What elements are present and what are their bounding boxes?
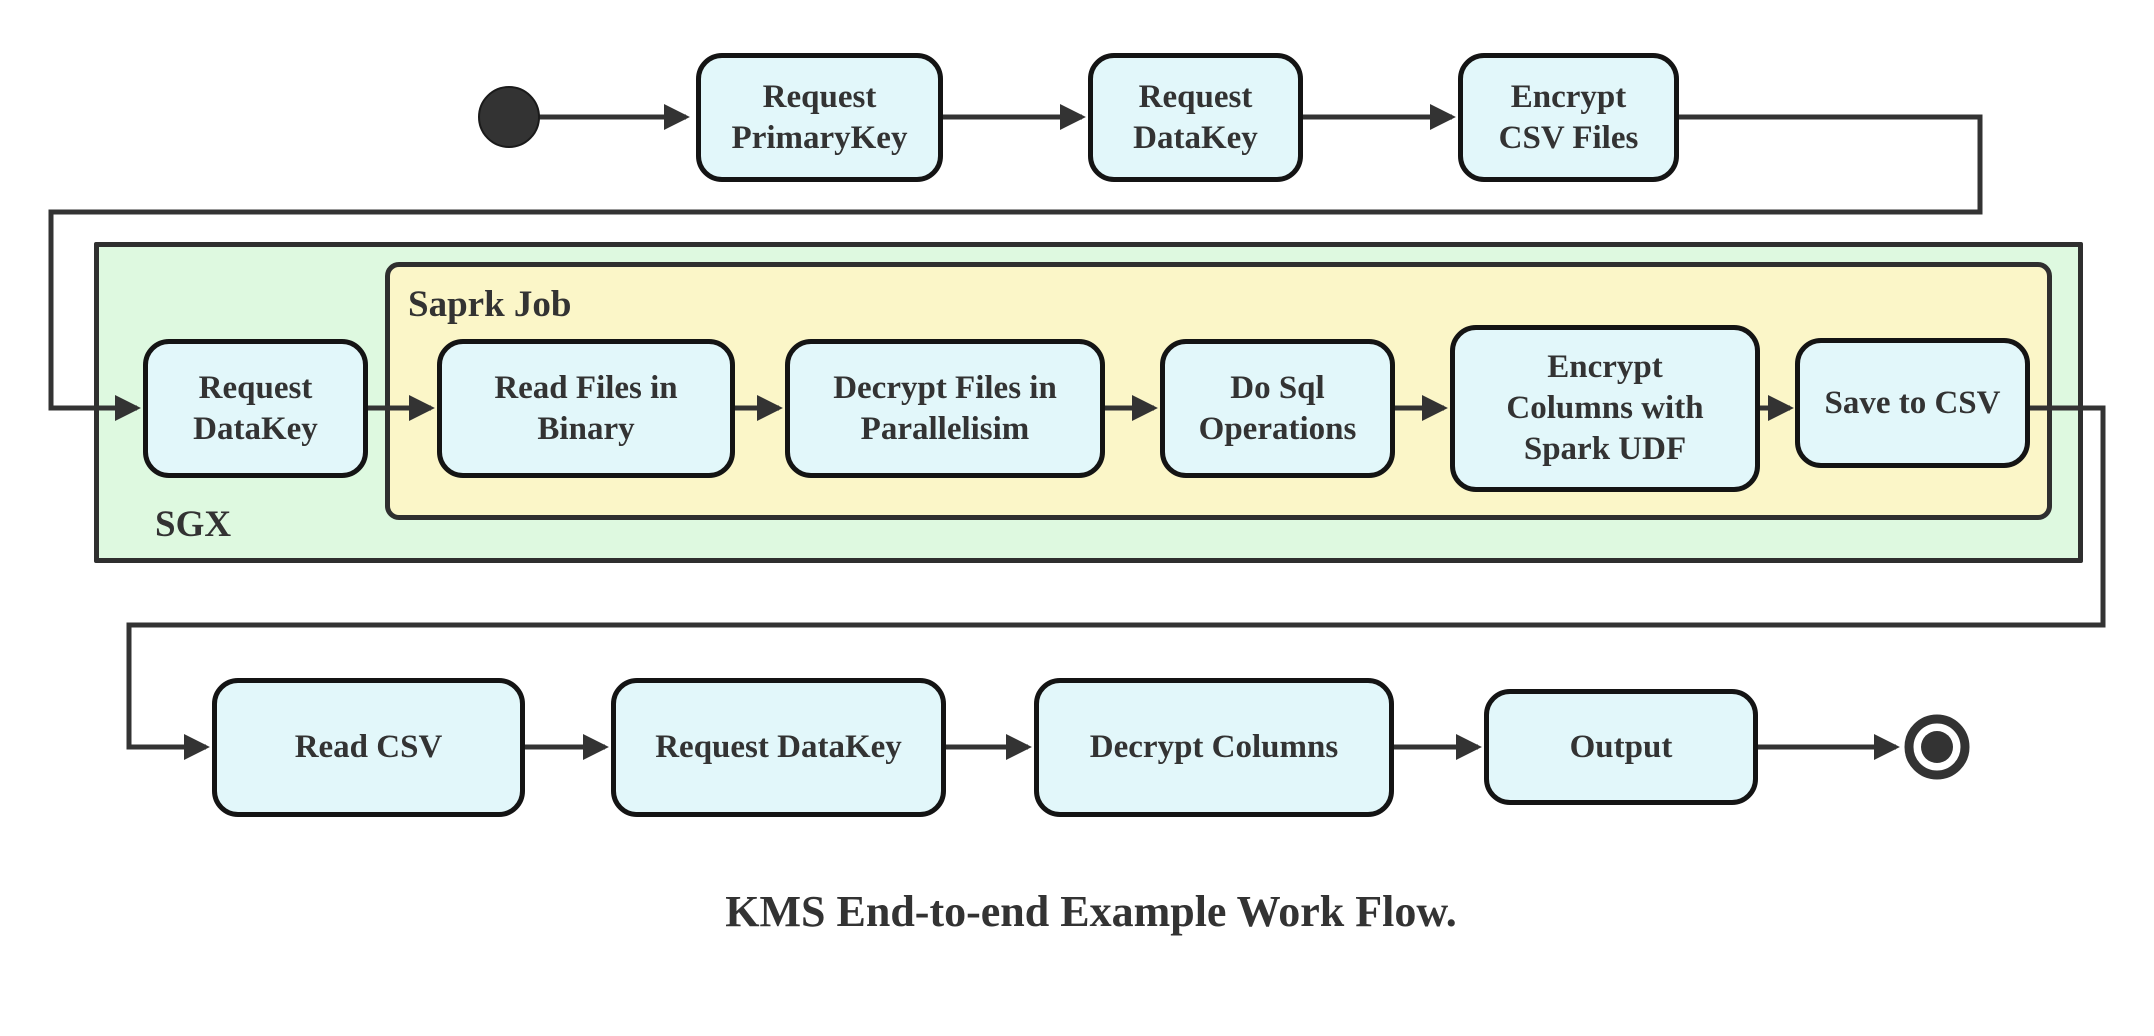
state-label: Do Sql Operations	[1198, 369, 1357, 447]
final-state-icon	[1904, 714, 1970, 780]
state-label: Request DataKey	[193, 369, 318, 447]
initial-state-icon	[478, 86, 540, 148]
state-encrypt-csv-files: Encrypt CSV Files	[1458, 53, 1679, 182]
state-request-datakey-sgx: Request DataKey	[143, 339, 368, 478]
state-request-datakey-bottom: Request DataKey	[611, 678, 946, 817]
state-decrypt-files-in-parallelisim: Decrypt Files in Parallelisim	[785, 339, 1105, 478]
state-request-primarykey: Request PrimaryKey	[696, 53, 943, 182]
state-output: Output	[1484, 689, 1758, 805]
state-request-datakey-top: Request DataKey	[1088, 53, 1303, 182]
state-do-sql-operations: Do Sql Operations	[1160, 339, 1395, 478]
state-label: Decrypt Columns	[1089, 729, 1339, 766]
state-label: Request DataKey	[655, 729, 902, 766]
state-decrypt-columns: Decrypt Columns	[1034, 678, 1394, 817]
state-encrypt-columns-with-spark-udf: Encrypt Columns with Spark UDF	[1450, 325, 1760, 492]
state-label: Request DataKey	[1133, 78, 1258, 156]
spark-job-container-label: Saprk Job	[408, 284, 572, 325]
state-label: Output	[1569, 728, 1673, 765]
state-label: Decrypt Files in Parallelisim	[833, 369, 1057, 447]
state-label: Save to CSV	[1824, 384, 2001, 421]
state-label: Read CSV	[294, 729, 443, 766]
diagram-title: KMS End-to-end Example Work Flow.	[725, 887, 1457, 936]
state-label: Encrypt Columns with Spark UDF	[1506, 349, 1704, 467]
state-label: Encrypt CSV Files	[1498, 78, 1639, 156]
state-save-to-csv: Save to CSV	[1795, 338, 2030, 468]
state-label: Read Files in Binary	[494, 369, 678, 447]
state-label: Request PrimaryKey	[731, 78, 908, 156]
state-read-csv: Read CSV	[212, 678, 525, 817]
state-read-files-in-binary: Read Files in Binary	[437, 339, 735, 478]
sgx-container-label: SGX	[155, 504, 232, 545]
